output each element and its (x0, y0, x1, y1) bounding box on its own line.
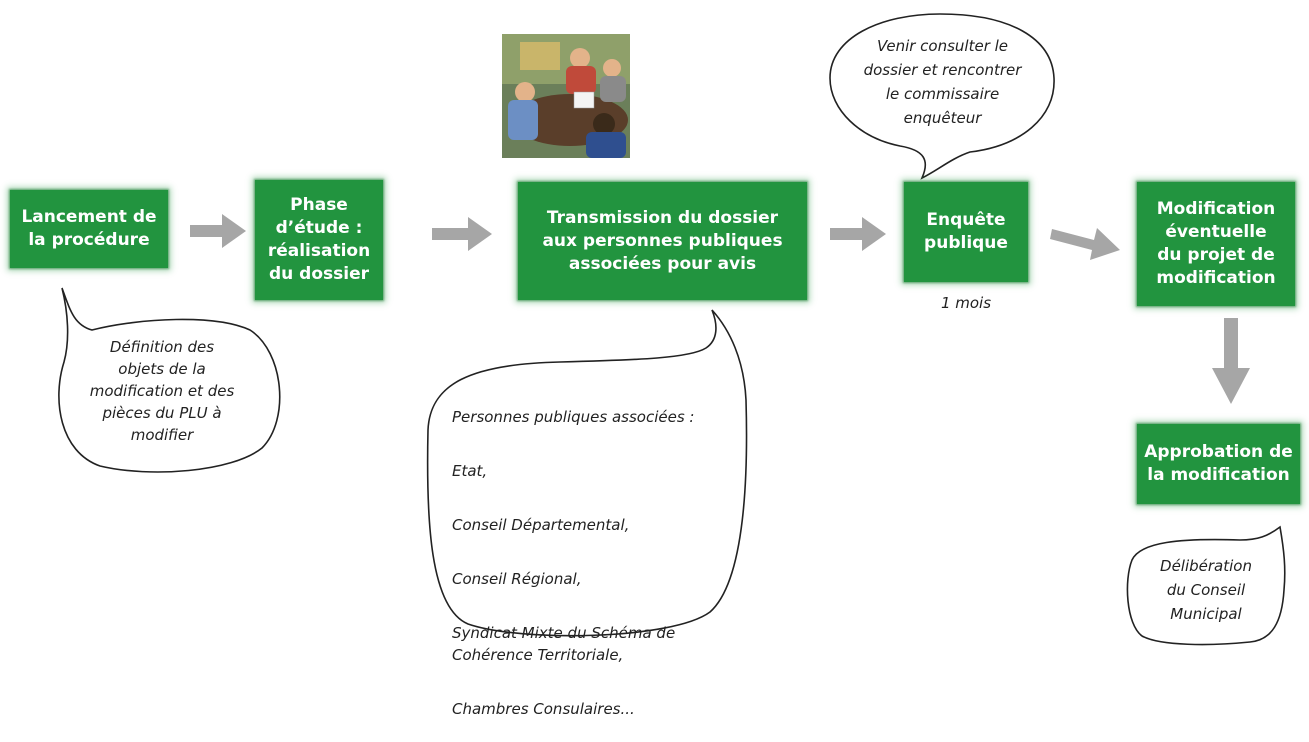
arrow-2 (432, 217, 492, 251)
step-lancement: Lancement de la procédure (10, 190, 168, 268)
ppa-item: Syndicat Mixte du Schéma de Cohérence Te… (452, 624, 676, 664)
consulter-bubble-shape (829, 13, 1055, 180)
ppa-item: Conseil Départemental, (452, 516, 630, 534)
arrow-4 (1050, 228, 1120, 260)
arrow-3 (830, 217, 886, 251)
consulter-bubble-text: Venir consulter le dossier et rencontrer… (863, 37, 1022, 127)
ppa-item: Conseil Régional, (452, 570, 582, 588)
meeting-clipart-icon (502, 34, 630, 158)
step-enquete: Enquête publique (904, 182, 1028, 282)
arrow-1 (190, 214, 246, 248)
meeting-illustration (502, 34, 630, 158)
ppa-bubble-text: Personnes publiques associées : Etat, Co… (452, 384, 742, 742)
speech-bubbles-layer (58, 13, 1286, 646)
duree-enquete-label: 1 mois (940, 294, 992, 312)
step-transmission: Transmission du dossier aux personnes pu… (518, 182, 807, 300)
step-etude: Phase d’étude : réalisation du dossier (255, 180, 383, 300)
definition-bubble-shape (58, 287, 281, 473)
ppa-title: Personnes publiques associées : (452, 408, 695, 426)
ppa-item: Etat, (452, 462, 488, 480)
definition-bubble-text: Définition des objets de la modification… (89, 338, 235, 444)
ppa-item: Chambres Consulaires... (452, 700, 635, 718)
step-approbation: Approbation de la modification (1137, 424, 1300, 504)
flow-arrows-layer (190, 214, 1250, 404)
ppa-bubble-shape (426, 309, 748, 637)
step-modification: Modification éventuelle du projet de mod… (1137, 182, 1295, 306)
deliberation-bubble-text: Délibération du Conseil Municipal (1160, 557, 1252, 623)
arrow-5 (1212, 318, 1250, 404)
deliberation-bubble-shape (1126, 525, 1286, 646)
